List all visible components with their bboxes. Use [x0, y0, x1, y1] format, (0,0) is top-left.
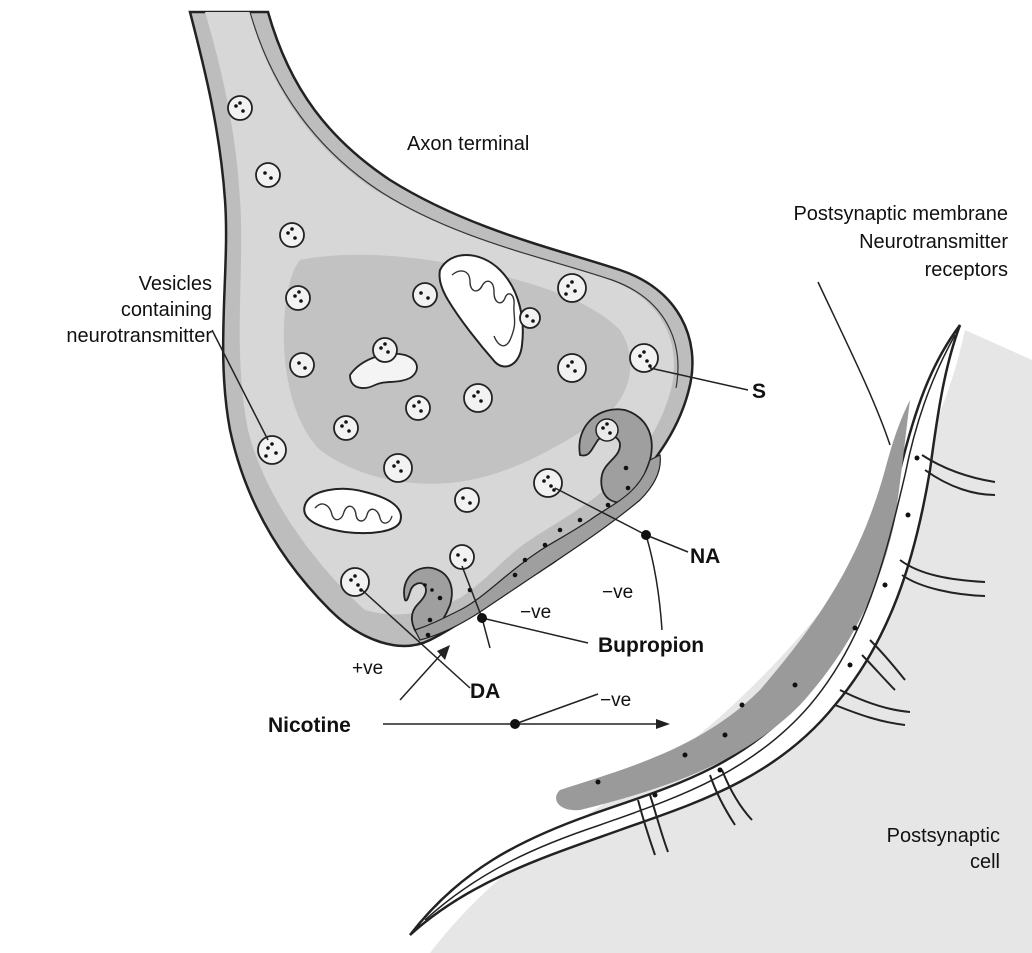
vesicle: [258, 436, 286, 464]
vesicle: [334, 416, 358, 440]
label-na: NA: [690, 545, 720, 568]
vesicle: [228, 96, 252, 120]
vesicle: [450, 545, 474, 569]
vesicle: [384, 454, 412, 482]
vesicle: [413, 283, 437, 307]
vesicle: [280, 223, 304, 247]
vesicle: [406, 396, 430, 420]
label-minus-ve-da: −ve: [520, 602, 551, 623]
label-postsynaptic-membrane: Postsynaptic membrane Neurotransmitter r…: [793, 203, 1008, 281]
label-da: DA: [470, 680, 500, 703]
leader-bupropion-na: [646, 535, 662, 630]
vesicle: [286, 286, 310, 310]
leader-membrane: [818, 282, 890, 445]
svg-text:Postsynaptic: Postsynaptic: [887, 825, 1000, 847]
svg-text:containing: containing: [121, 299, 212, 321]
svg-text:receptors: receptors: [925, 259, 1008, 281]
vesicle: [455, 488, 479, 512]
svg-text:Postsynaptic membrane: Postsynaptic membrane: [793, 203, 1008, 225]
vesicle: [520, 308, 540, 328]
vesicle: [558, 354, 586, 382]
label-vesicles: Vesicles containing neurotransmitter: [66, 273, 212, 347]
svg-text:Vesicles: Vesicles: [139, 273, 212, 295]
leader-nicotine-bupropion: [515, 694, 598, 724]
vesicle: [558, 274, 586, 302]
vesicle: [464, 384, 492, 412]
vesicle: [534, 469, 562, 497]
svg-text:cell: cell: [970, 851, 1000, 873]
label-minus-ve-nicotine: −ve: [600, 690, 631, 711]
label-bupropion: Bupropion: [598, 634, 704, 657]
vesicle: [290, 353, 314, 377]
vesicle: [256, 163, 280, 187]
label-nicotine: Nicotine: [268, 714, 351, 737]
vesicle: [373, 338, 397, 362]
label-s: S: [752, 380, 766, 403]
leader-nicotine-plus: [400, 650, 445, 700]
vesicle: [630, 344, 658, 372]
svg-text:Neurotransmitter: Neurotransmitter: [859, 231, 1008, 253]
label-plus-ve: +ve: [352, 658, 383, 679]
svg-text:neurotransmitter: neurotransmitter: [66, 325, 212, 347]
label-axon-terminal: Axon terminal: [407, 133, 529, 155]
leader-na: [646, 535, 688, 552]
label-minus-ve-na: −ve: [602, 582, 633, 603]
